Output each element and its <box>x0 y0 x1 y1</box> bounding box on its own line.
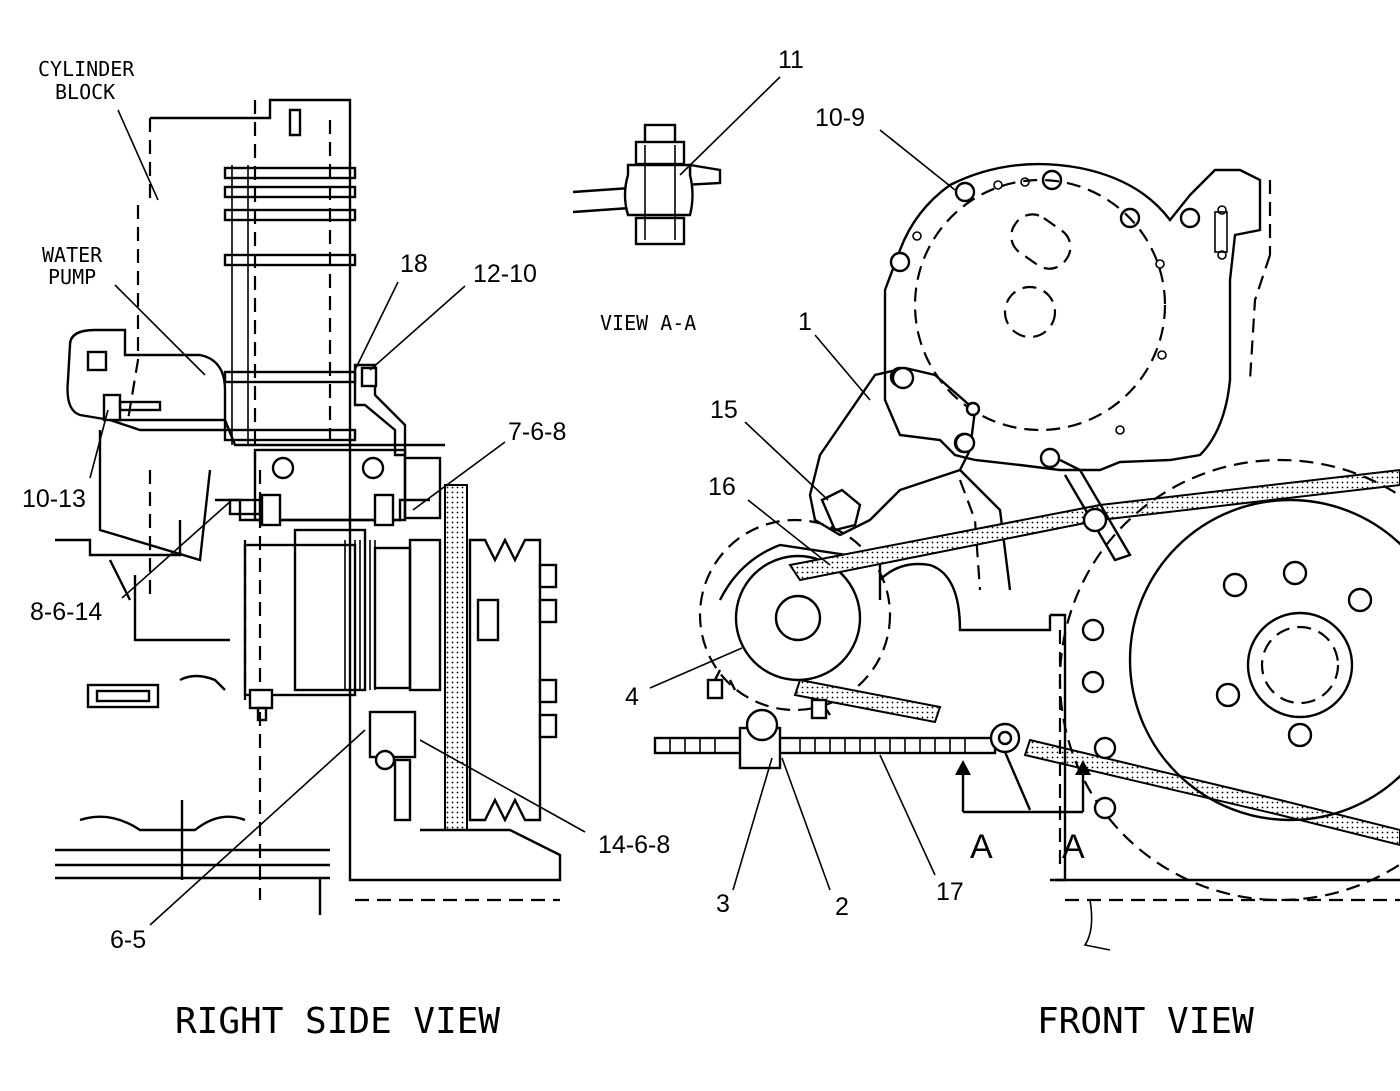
callout-8-6-14: 8-6-14 <box>30 598 102 626</box>
view-a-a-drawing <box>572 123 722 246</box>
callout-12-10: 12-10 <box>473 260 537 288</box>
water-pump-note-line2: PUMP <box>48 265 96 289</box>
callout-4: 4 <box>625 683 639 711</box>
callout-2: 2 <box>835 893 849 921</box>
callout-10-13: 10-13 <box>22 485 86 513</box>
section-marker-labels: A A <box>970 828 1085 866</box>
callout-1: 1 <box>798 308 812 336</box>
view-a-a-label: VIEW A-A <box>600 311 696 335</box>
front-view-title: FRONT VIEW <box>1037 1001 1254 1042</box>
callout-10-9: 10-9 <box>815 104 865 132</box>
callout-15: 15 <box>710 396 738 424</box>
front-view-drawing <box>653 162 1400 951</box>
callout-7-6-8: 7-6-8 <box>508 418 566 446</box>
callout-17: 17 <box>936 878 964 906</box>
callout-11: 11 <box>778 46 804 74</box>
callout-6-5: 6-5 <box>110 926 146 954</box>
callout-18: 18 <box>400 250 428 278</box>
right-side-view-title: RIGHT SIDE VIEW <box>175 1001 500 1042</box>
right-side-view-drawing <box>55 98 562 915</box>
note-labels: CYLINDER BLOCK WATER PUMP VIEW A-A <box>38 57 696 335</box>
section-marker-a-left: A <box>970 828 993 866</box>
cylinder-block-note-line1: CYLINDER <box>38 57 135 81</box>
cylinder-block-note-line2: BLOCK <box>55 80 115 104</box>
callout-labels: 18 12-10 7-6-8 10-13 8-6-14 14-6-8 6-5 1… <box>22 46 964 954</box>
callout-3: 3 <box>716 890 730 918</box>
callout-14-6-8: 14-6-8 <box>598 831 670 859</box>
view-titles: RIGHT SIDE VIEW FRONT VIEW <box>175 1001 1254 1042</box>
leader-lines <box>89 76 956 926</box>
callout-16: 16 <box>708 473 736 501</box>
water-pump-note-line1: WATER <box>42 243 103 267</box>
section-marker-a-right: A <box>1062 828 1085 866</box>
